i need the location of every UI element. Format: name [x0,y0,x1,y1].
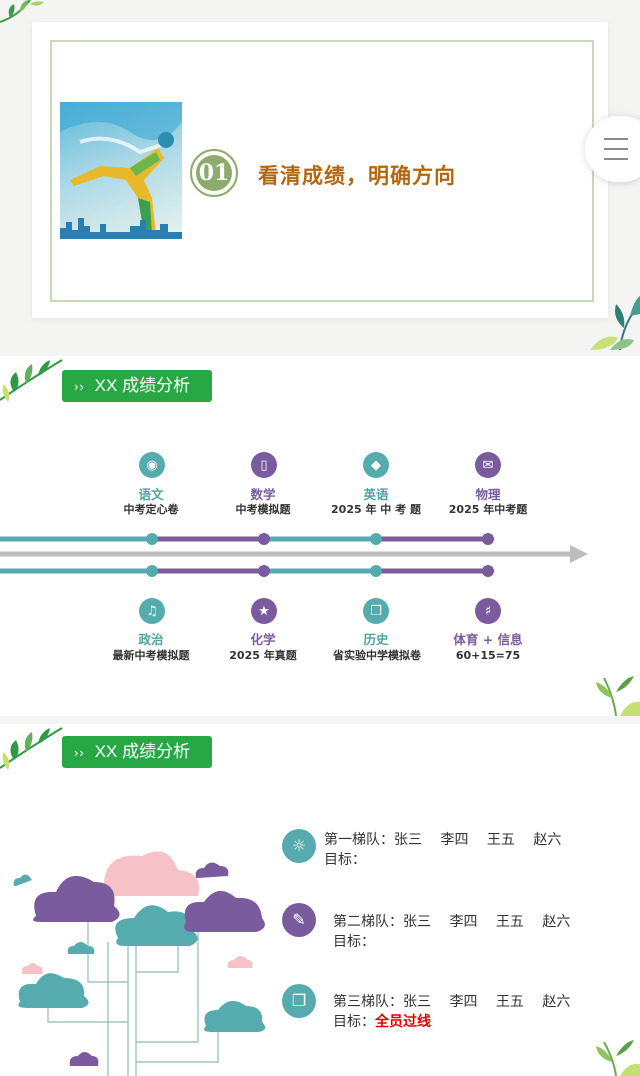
subject-desc: 2025 年中考题 [448,503,528,516]
subject-desc: 60+15=75 [455,649,521,662]
goal-label: 目标： [333,934,375,950]
subject-desc: 2025 年 中 考 题 [331,503,421,516]
team-goal: 目标： [333,932,570,952]
team-members: 第一梯队：张三 李四 王五 赵六 [324,832,562,848]
plant-decoration [590,296,640,350]
section-tag: ›› XX 成绩分析 [62,370,212,402]
subject-label: 历史 [363,632,389,647]
subject-desc: 最新中考模拟题 [112,649,190,662]
copy-icon: ❐ [363,598,389,624]
trophy-icon: ♯ [475,598,501,624]
subject-desc: 2025 年真题 [229,649,297,662]
goal-label: 目标： [333,1014,375,1030]
leaf-decoration [0,359,63,402]
menu-icon [604,138,628,140]
section-tag: ›› XX 成绩分析 [62,736,212,768]
section-number-badge: 01 [190,149,238,197]
team-1: 第一梯队：张三 李四 王五 赵六 目标： [324,830,561,870]
cloud-tree-illustration [13,851,266,1076]
globe-icon: ☼ [282,829,316,863]
star-icon: ★ [251,598,277,624]
subject-desc: 中考模拟题 [235,503,291,516]
team-2: 第二梯队：张三 李四 王五 赵六 目标： [333,912,570,952]
subject-label: 政治 [138,632,164,647]
runner-image [60,102,182,239]
subject-label: 体育 + 信息 [453,632,523,647]
document-icon: ❐ [282,984,316,1018]
brush-icon: ✎ [282,903,316,937]
team-goal: 目标：全员过线 [333,1012,570,1032]
subject-label: 物理 [475,487,501,502]
mouse-icon: ▯ [251,452,277,478]
tag-icon: ◆ [363,452,389,478]
subject-label: 英语 [363,487,389,502]
team-members: 第三梯队：张三 李四 王五 赵六 [333,994,571,1010]
team-members: 第二梯队：张三 李四 王五 赵六 [333,914,571,930]
leaf-decoration [0,727,63,770]
analysis-timeline-slide: ›› XX 成绩分析 ◉ 语文 中考定心卷 ▯ 数学 中考模拟题 ◆ 英语 202… [0,356,640,716]
slide-title: 看清成绩，明确方向 [258,164,456,188]
subject-desc: 中考定心卷 [123,503,179,516]
envelope-icon: ✉ [475,452,501,478]
goal-label: 目标： [324,852,366,868]
section-tag-label: XX 成绩分析 [94,376,191,395]
plant-decoration [596,1040,640,1076]
subject-desc: 省实验中学模拟卷 [333,649,421,662]
chevron-right-icon: ›› [74,379,85,394]
menu-button[interactable] [585,116,640,182]
music-icon: ♫ [139,598,165,624]
camera-icon: ◉ [139,452,165,478]
analysis-teams-slide: ››XX 成绩分析 ☼ 第 [0,724,640,1076]
team-3: 第三梯队：张三 李四 王五 赵六 目标：全员过线 [333,992,570,1032]
plant-decoration [596,676,640,716]
timeline-graphic [0,533,588,577]
section-number: 01 [196,155,232,191]
title-slide: 01 看清成绩，明确方向 [0,0,640,350]
chevron-right-icon: ›› [74,745,85,760]
section-tag-label: XX 成绩分析 [94,742,191,761]
leaf-decoration [0,0,44,23]
subject-label: 化学 [250,632,276,647]
subject-label: 语文 [138,487,164,502]
subject-label: 数学 [250,487,276,502]
goal-value: 全员过线 [375,1014,431,1030]
team-goal: 目标： [324,850,561,870]
